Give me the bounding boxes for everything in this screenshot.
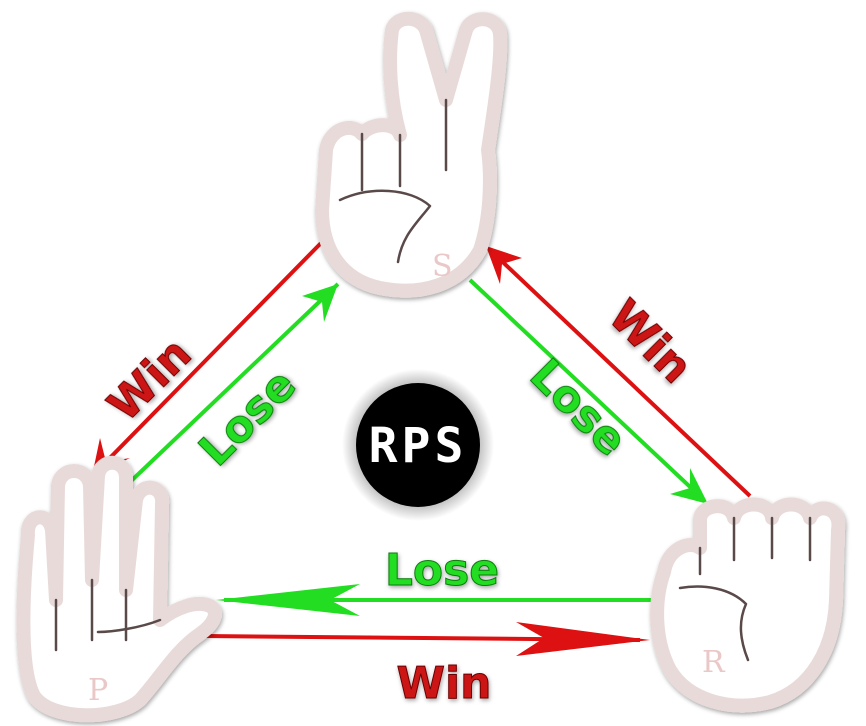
scissors-letter: S — [432, 249, 453, 284]
paper-hand-icon: P — [16, 455, 222, 723]
rock-hand-icon: R — [650, 497, 846, 713]
lose-arrow-paper-to-scissors — [128, 282, 340, 484]
win-arrow-rock-to-scissors — [486, 246, 752, 498]
lose-arrow-scissors-to-rock — [468, 278, 708, 504]
label-lose-right: Lose — [520, 349, 637, 466]
label-lose-left: Lose — [189, 359, 306, 476]
scissors-hand-icon: S — [315, 11, 508, 298]
win-arrow-paper-to-rock — [203, 622, 650, 656]
label-win-right: Win — [599, 290, 702, 393]
rps-center-badge: RPS — [342, 369, 494, 521]
rock-letter: R — [702, 645, 726, 680]
label-win-bottom: Win — [397, 658, 492, 709]
paper-letter: P — [88, 673, 108, 708]
lose-arrow-rock-to-paper — [216, 584, 660, 616]
label-lose-bottom: Lose — [385, 545, 499, 596]
rps-center-label: RPS — [369, 418, 468, 474]
